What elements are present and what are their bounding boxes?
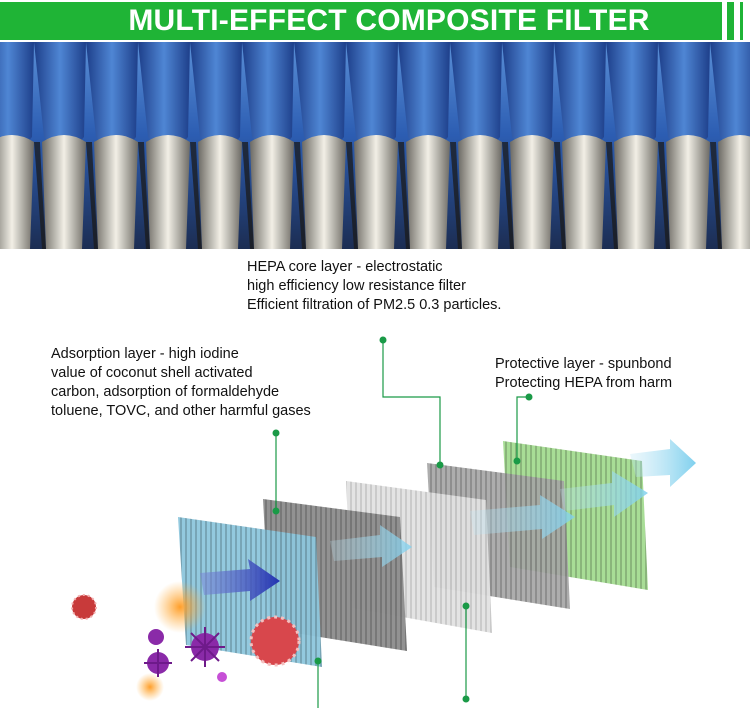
pleat-gap — [606, 142, 618, 249]
pleat-fold — [710, 42, 750, 150]
pleat-gap — [398, 142, 410, 249]
pleat-fold — [190, 42, 242, 150]
pleat-fold — [34, 42, 86, 150]
protective-callout: Protective layer - spunbond Protecting H… — [495, 355, 672, 393]
pleat-gap — [294, 142, 306, 249]
protective-line-2: Protecting HEPA from harm — [495, 375, 673, 391]
pleat-fold — [606, 42, 658, 150]
pleat-fold — [398, 42, 450, 150]
callout-lines — [272, 336, 533, 708]
page-title: MULTI-EFFECT COMPOSITE FILTER — [128, 4, 650, 37]
pleat-gap — [658, 142, 670, 249]
pleat-core — [42, 135, 86, 249]
pleated-filter-image — [0, 42, 750, 249]
hepa-line-2: high efficiency low resistance filter — [247, 278, 466, 294]
pleat-gap — [86, 142, 98, 249]
pleat-gap — [346, 142, 358, 249]
pleat-core — [562, 135, 606, 249]
pleat-fold — [658, 42, 710, 150]
hepa-callout: HEPA core layer - electrostatic high eff… — [247, 258, 501, 315]
hepa-line-3: Efficient filtration of PM2.5 0.3 partic… — [247, 297, 502, 313]
pleat-core — [614, 135, 658, 249]
adsorption-line-3: carbon, adsorption of formaldehyde — [51, 384, 280, 400]
hepa-line-1: HEPA core layer - electrostatic — [247, 259, 443, 275]
pleat-core — [250, 135, 294, 249]
header-bar — [0, 2, 722, 40]
pleat-gap — [502, 142, 514, 249]
pleat-fold — [294, 42, 346, 150]
pleated-filter-photo — [0, 42, 750, 249]
pleat-gap — [554, 142, 566, 249]
pleat-fold — [86, 42, 138, 150]
pleat-core — [146, 135, 190, 249]
pleat-core — [198, 135, 242, 249]
pleat-core — [302, 135, 346, 249]
pleat-fold — [450, 42, 502, 150]
pleat-gap — [34, 142, 46, 249]
adsorption-line-1: Adsorption layer - high iodine — [51, 346, 239, 362]
header-stripe — [740, 2, 743, 40]
pleat-fold — [346, 42, 398, 150]
protective-line-1: Protective layer - spunbond — [495, 356, 672, 372]
pleat-core — [458, 135, 502, 249]
pleat-fold — [502, 42, 554, 150]
header-stripe — [727, 2, 734, 40]
pleat-core — [666, 135, 710, 249]
pleat-core — [0, 135, 34, 249]
layers-illustration — [71, 336, 696, 708]
filter-layers-diagram — [0, 249, 750, 708]
pleat-gap — [710, 142, 722, 249]
pleat-gap — [450, 142, 462, 249]
pollutant-particles — [71, 581, 301, 701]
pleat-core — [510, 135, 554, 249]
pleat-core — [718, 135, 750, 249]
pleat-fold — [0, 42, 34, 150]
pleat-fold — [554, 42, 606, 150]
adsorption-line-2: value of coconut shell activated — [51, 365, 253, 381]
pleat-core — [94, 135, 138, 249]
pleat-gap — [190, 142, 202, 249]
pleat-fold — [138, 42, 190, 150]
pleat-core — [406, 135, 450, 249]
pleat-gap — [242, 142, 254, 249]
airflow-arrows — [200, 439, 696, 601]
pleat-fold — [242, 42, 294, 150]
adsorption-line-4: toluene, TOVC, and other harmful gases — [51, 403, 311, 419]
adsorption-callout: Adsorption layer - high iodine value of … — [51, 345, 311, 421]
pleat-core — [354, 135, 398, 249]
header: MULTI-EFFECT COMPOSITE FILTER — [0, 0, 750, 42]
pleat-gap — [138, 142, 150, 249]
